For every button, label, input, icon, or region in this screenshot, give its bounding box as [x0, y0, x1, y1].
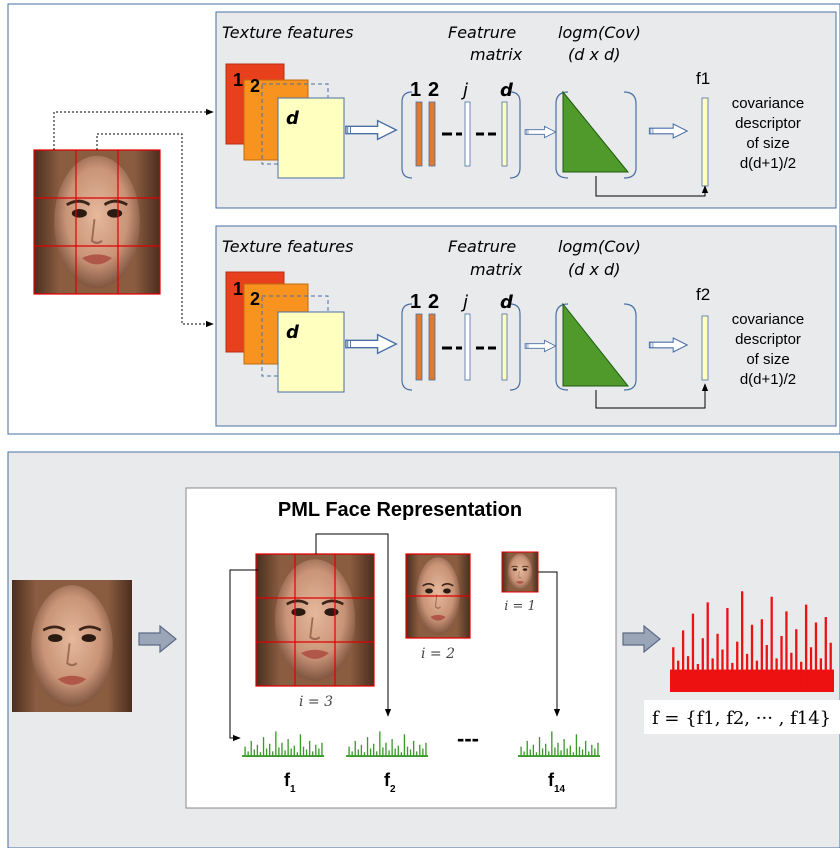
pipeline-2: Texture features Featrure matrix logm(Co…	[215, 225, 837, 427]
face-scale-1	[502, 552, 538, 592]
column-label-2: 2	[428, 291, 439, 313]
covariance-triangle	[562, 302, 630, 387]
texture-layer-d	[277, 97, 345, 179]
matrix-column-2	[428, 313, 436, 381]
face-scale-2	[405, 553, 471, 639]
layer-label-2: 2	[250, 289, 260, 309]
pml-box	[185, 487, 617, 809]
bracket-left	[401, 303, 413, 391]
layer-label-1: 1	[233, 279, 243, 299]
scale-label-1: i = 1	[504, 599, 536, 614]
matrix-label-line1: Featrure	[448, 23, 516, 42]
face-grid-image	[33, 149, 161, 295]
layer-label-d: d	[286, 322, 300, 343]
texture-label: Texture features	[222, 237, 353, 256]
feature-name: f1	[696, 69, 710, 88]
bracket-right	[623, 303, 637, 391]
descriptor-line: d(d+1)/2	[740, 155, 796, 172]
texture-label: Texture features	[222, 23, 353, 42]
column-label-1: 1	[410, 291, 421, 313]
histogram-ellipsis: ---	[457, 726, 479, 751]
logm-label-line2: (d x d)	[568, 260, 620, 279]
column-label-j: j	[460, 80, 468, 101]
bracket-left	[555, 91, 569, 179]
pipeline-1: Texture features Featrure matrix logm(Co…	[215, 11, 837, 209]
descriptor-line: descriptor	[735, 115, 801, 132]
matrix-column-d	[501, 313, 508, 381]
covariance-triangle	[562, 90, 630, 173]
column-label-1: 1	[410, 79, 421, 101]
vectorize-arrow	[595, 176, 709, 197]
scale-label-2: i = 2	[421, 646, 455, 662]
logm-label-line2: (d x d)	[568, 45, 620, 64]
descriptor-line: d(d+1)/2	[740, 371, 796, 388]
bracket-left	[555, 303, 569, 391]
formula-box	[644, 700, 840, 734]
layer-label-2: 2	[250, 76, 260, 96]
column-label-j: j	[460, 292, 468, 313]
connector-arrow-f14	[538, 571, 561, 717]
bracket-right	[509, 91, 521, 179]
descriptor-line: covariance	[732, 95, 805, 112]
matrix-column-d	[501, 101, 508, 167]
formula-text: f = {f1, f2, ··· , f14}	[652, 708, 831, 729]
descriptor-line: covariance	[732, 311, 805, 328]
histogram-label-f14: f14	[548, 770, 566, 795]
input-face-image	[12, 580, 132, 712]
matrix-label-line1: Featrure	[448, 237, 516, 256]
scale-label-3: i = 3	[299, 694, 333, 710]
bracket-left	[401, 91, 413, 179]
descriptor-line: of size	[746, 351, 789, 368]
feature-name: f2	[696, 285, 710, 304]
descriptor-vector	[701, 315, 709, 381]
connector-arrow-bottom	[96, 133, 214, 328]
matrix-column-j	[464, 313, 471, 381]
matrix-column-2	[428, 101, 436, 167]
descriptor-line: descriptor	[735, 331, 801, 348]
matrix-column-1	[415, 101, 423, 167]
vectorize-arrow	[595, 383, 709, 409]
matrix-label-line2: matrix	[470, 45, 523, 64]
connector-arrow-f2	[315, 533, 392, 717]
logm-label-line1: logm(Cov)	[558, 23, 641, 42]
column-label-2: 2	[428, 79, 439, 101]
bracket-right	[623, 91, 637, 179]
bracket-right	[509, 303, 521, 391]
descriptor-vector	[701, 97, 709, 187]
histogram-label-f1: f1	[284, 770, 296, 795]
connector-arrow-top	[53, 108, 214, 150]
matrix-label-line2: matrix	[470, 260, 523, 279]
layer-label-d: d	[286, 108, 300, 129]
texture-layer-d	[277, 311, 345, 393]
logm-label-line1: logm(Cov)	[558, 237, 641, 256]
connector-arrow-f1	[229, 569, 258, 742]
column-label-d: d	[500, 292, 514, 313]
descriptor-line: of size	[746, 135, 789, 152]
column-label-d: d	[500, 80, 514, 101]
layer-label-1: 1	[233, 70, 243, 90]
face-scale-3	[255, 553, 375, 687]
pml-title: PML Face Representation	[278, 499, 522, 521]
histogram-label-f2: f2	[384, 770, 396, 795]
matrix-column-j	[464, 101, 471, 167]
matrix-column-1	[415, 313, 423, 381]
